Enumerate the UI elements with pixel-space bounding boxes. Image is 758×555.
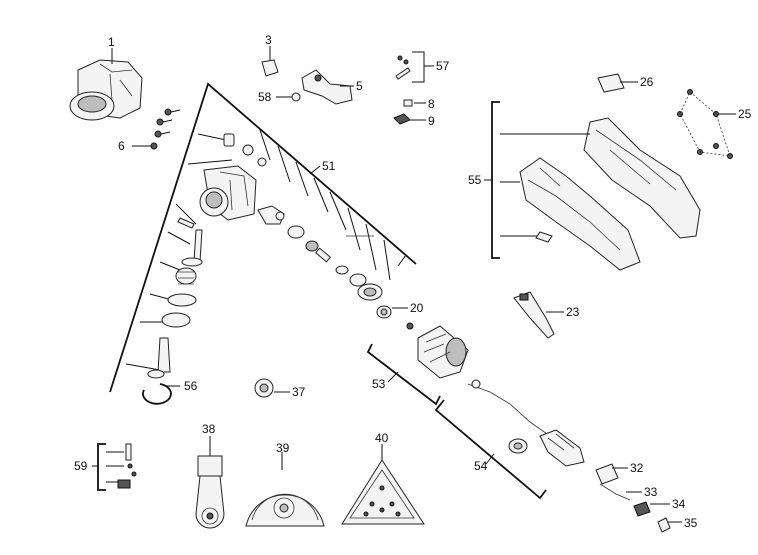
label-40: 40: [375, 431, 389, 445]
label-35: 35: [684, 516, 698, 530]
part-25-screws: [677, 89, 736, 159]
part-38-blade: [195, 436, 225, 529]
label-32: 32: [630, 461, 644, 475]
label-25: 25: [738, 107, 752, 121]
label-33: 33: [644, 485, 658, 499]
part-56-circlip: [142, 383, 180, 405]
part-58-ball: [276, 92, 301, 102]
label-26: 26: [640, 75, 654, 89]
label-56: 56: [184, 379, 198, 393]
label-20: 20: [410, 301, 424, 315]
part-40-sanding-pad: [341, 444, 425, 525]
part-35-terminal: [657, 517, 682, 533]
part-gear-head-components: [147, 133, 383, 379]
part-55-housing: [484, 101, 701, 271]
part-1-gear-housing: [69, 48, 143, 121]
part-59-accessory-set: [92, 443, 137, 491]
label-5: 5: [356, 79, 363, 93]
part-54-electronics: [434, 379, 585, 500]
label-51: 51: [322, 159, 336, 173]
label-54: 54: [474, 459, 488, 473]
label-37: 37: [292, 385, 306, 399]
part-6-screws: [132, 108, 181, 150]
part-37-adapter: [254, 378, 290, 398]
label-3: 3: [265, 33, 272, 47]
part-57-pin-set: [395, 51, 434, 83]
label-39: 39: [276, 441, 290, 455]
part-20-bearing: [376, 305, 408, 319]
part-32-module: [595, 463, 628, 485]
label-8: 8: [428, 97, 435, 111]
label-9: 9: [428, 114, 435, 128]
part-8-spring: [403, 99, 426, 107]
part-3-cap: [261, 46, 279, 77]
part-34-connector: [633, 501, 670, 517]
label-23: 23: [566, 305, 580, 319]
label-55: 55: [468, 173, 482, 187]
label-53: 53: [372, 377, 386, 391]
bracket-51: [109, 82, 417, 393]
label-58: 58: [258, 90, 272, 104]
part-9-clip: [393, 113, 426, 125]
part-39-segment-blade: [245, 452, 325, 527]
part-23-switch: [513, 291, 564, 339]
label-1: 1: [108, 35, 115, 49]
label-6: 6: [118, 139, 125, 153]
label-34: 34: [672, 497, 686, 511]
part-26-label: [597, 73, 638, 93]
label-57: 57: [436, 59, 450, 73]
label-38: 38: [202, 422, 216, 436]
part-5-lever: [301, 69, 354, 105]
part-33-wire: [599, 483, 642, 501]
part-53-motor: [366, 322, 469, 406]
label-59: 59: [74, 459, 88, 473]
